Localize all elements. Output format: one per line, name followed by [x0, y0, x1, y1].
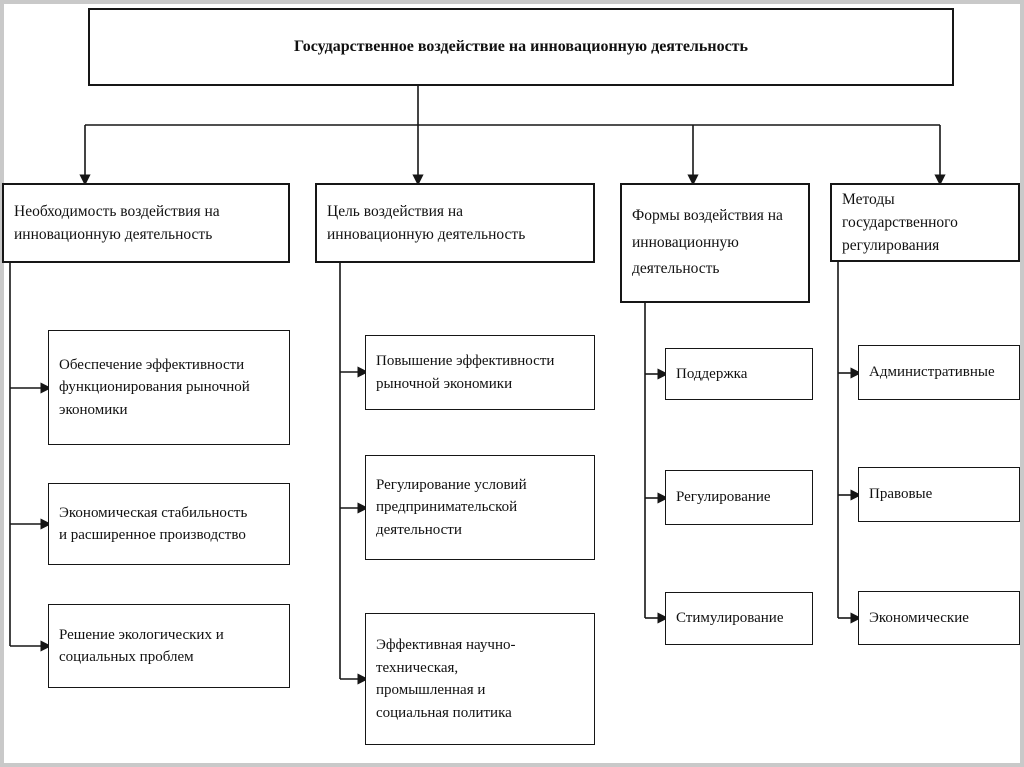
item-regulate-conditions: Регулирование условий предпринимательско…: [365, 455, 595, 560]
root-distributor-line: [85, 86, 940, 126]
item-regulation: Регулирование: [665, 470, 813, 525]
item-economic-stability: Экономическая стабильность и расширенное…: [48, 483, 290, 565]
item-raise-efficiency: Повышение эффективности рыночной экономи…: [365, 335, 595, 410]
column-goal-connectors: [339, 263, 369, 685]
item-support: Поддержка: [665, 348, 813, 400]
item-market-efficiency: Обеспечение эффективности функционирован…: [48, 330, 290, 445]
root-connector-group: [79, 86, 946, 186]
header-necessity: Необходимость воздействия на инновационн…: [2, 183, 290, 263]
item-stimulation: Стимулирование: [665, 592, 813, 645]
header-goal: Цель воздействия на инновационную деятел…: [315, 183, 595, 263]
column-methods-connectors: [837, 262, 862, 624]
item-legal: Правовые: [858, 467, 1020, 522]
header-forms: Формы воздействия на инновационную деяте…: [620, 183, 810, 303]
item-ecological-problems: Решение экологических и социальных пробл…: [48, 604, 290, 688]
item-economic: Экономические: [858, 591, 1020, 645]
column-forms-connectors: [644, 303, 669, 624]
item-sci-tech-policy: Эффективная научно- техническая, промышл…: [365, 613, 595, 745]
diagram-title: Государственное воздействие на инновацио…: [88, 8, 954, 86]
column-necessity-connectors: [9, 263, 52, 652]
header-methods: Методы государственного регулирования: [830, 183, 1020, 262]
item-administrative: Административные: [858, 345, 1020, 400]
